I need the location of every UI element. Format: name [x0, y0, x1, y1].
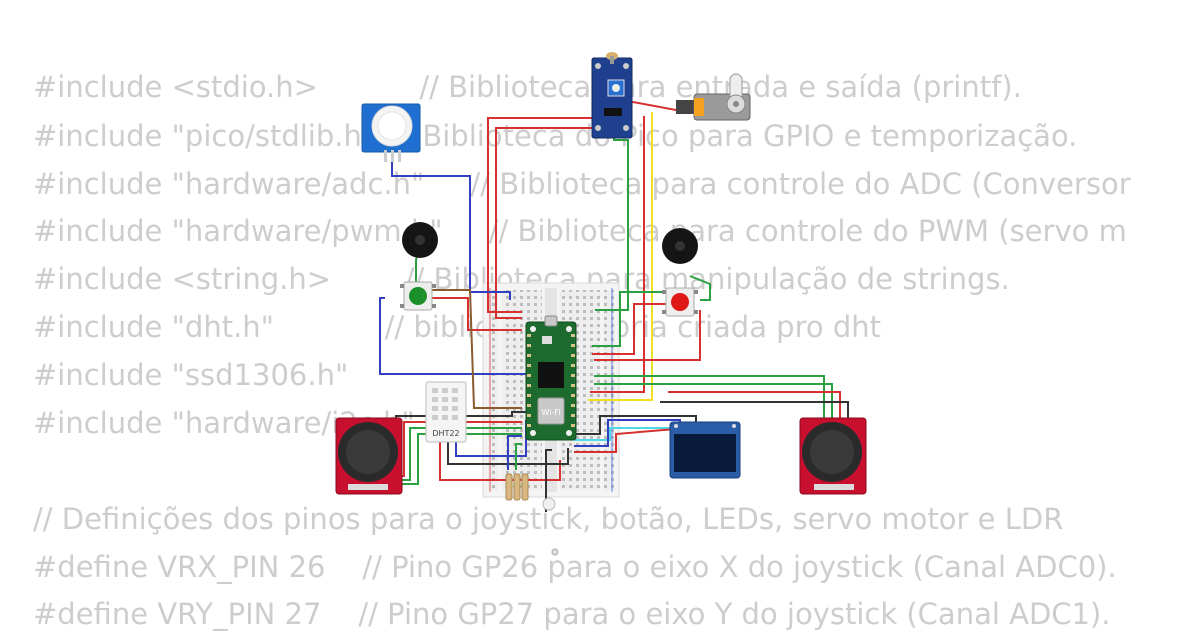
- ldr-module: [591, 52, 633, 139]
- code-line-12: #define VRY_PIN 27 // Pino GP27 para o e…: [33, 597, 1111, 631]
- code-line-2: #include "pico/stdlib.h" // Biblioteca d…: [33, 119, 1078, 153]
- usb-port: [544, 315, 558, 327]
- servo-motor: [676, 73, 751, 121]
- oled-display: [669, 421, 741, 479]
- pico-board: Wi-Fi: [525, 315, 577, 441]
- code-line-10: // Definições dos pinos para o joystick,…: [33, 502, 1064, 536]
- dht-label: DHT22: [432, 429, 459, 438]
- joystick-right: [799, 417, 867, 495]
- resistors: [505, 473, 529, 501]
- wifi-label: Wi-Fi: [541, 408, 560, 417]
- code-line-5: #include <string.h> // Biblioteca para m…: [33, 262, 1010, 296]
- pir-sensor: [361, 103, 421, 162]
- buzzer-right: [662, 228, 698, 264]
- pushbutton-green: [400, 281, 436, 311]
- rgb-led: [542, 497, 559, 556]
- code-line-4: #include "hardware/pwm.h" // Biblioteca …: [33, 214, 1127, 248]
- code-line-11: #define VRX_PIN 26 // Pino GP26 para o e…: [33, 550, 1117, 584]
- wifi-module: [537, 397, 565, 425]
- rp2040-chip: [538, 362, 564, 388]
- joystick-left: [335, 417, 403, 495]
- buzzer-left: [402, 222, 438, 258]
- code-line-7: #include "ssd1306.h": [33, 358, 349, 392]
- pushbutton-red: [662, 287, 698, 317]
- code-line-3: #include "hardware/adc.h" // Biblioteca …: [33, 167, 1131, 201]
- dht22-sensor: DHT22: [425, 381, 467, 443]
